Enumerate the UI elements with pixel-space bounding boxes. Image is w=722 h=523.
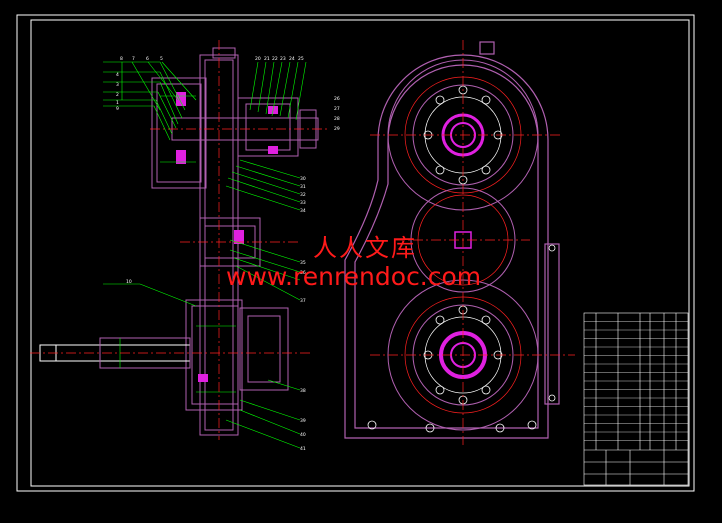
section-hub-highlights — [176, 92, 278, 382]
casing-outline — [344, 54, 549, 439]
inner-frame — [30, 19, 690, 487]
title-block-rows — [584, 321, 688, 441]
lower-housing — [185, 299, 243, 411]
end-view-center-lines — [370, 40, 575, 445]
end-view — [344, 41, 560, 439]
callout-leaders — [103, 61, 307, 449]
title-block — [583, 312, 689, 486]
top-housing — [151, 77, 207, 189]
watermark-chinese: 人人文库 — [313, 234, 417, 262]
watermark-url: www.renrendoc.com — [226, 262, 482, 291]
outer-frame — [16, 14, 695, 492]
section-center-lines — [30, 40, 330, 440]
